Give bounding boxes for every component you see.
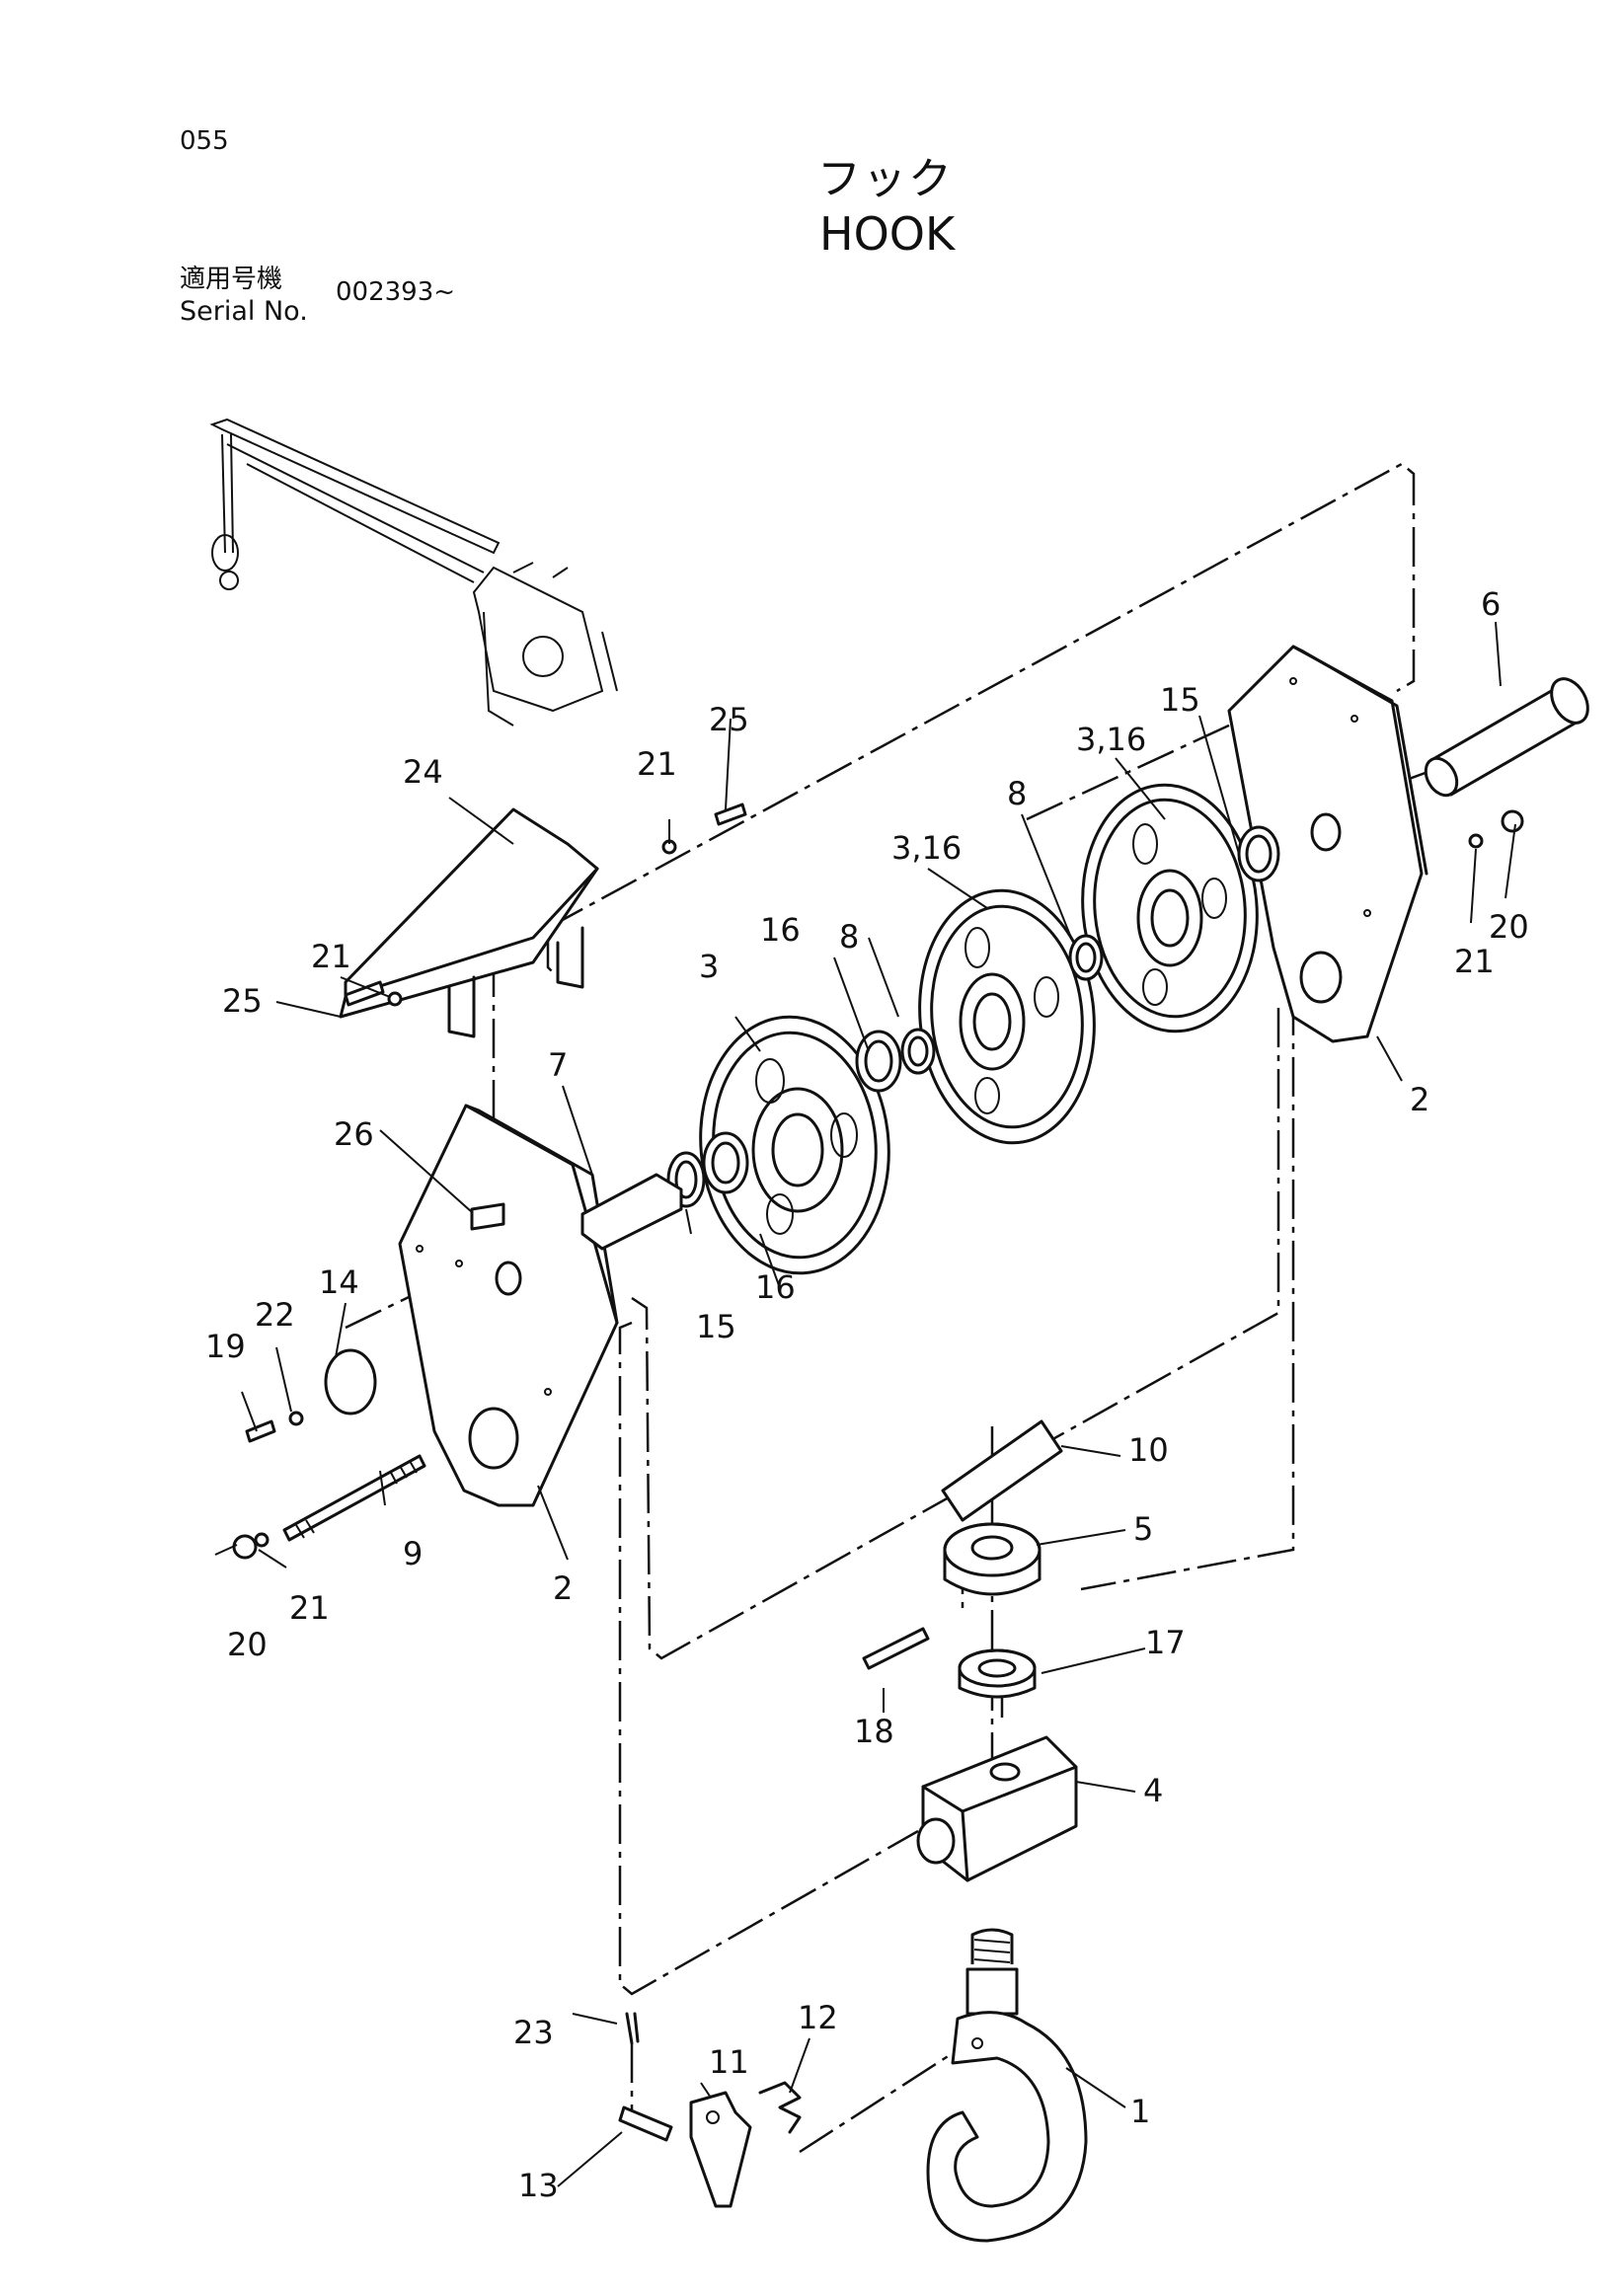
- part-17-thrust-bearing: [958, 1648, 1037, 1699]
- callout-21-upper-left: 21: [311, 938, 351, 975]
- callout-18: 18: [854, 1713, 894, 1750]
- page-number: 055: [180, 126, 229, 156]
- callout-17: 17: [1145, 1624, 1186, 1661]
- callout-24: 24: [403, 753, 443, 791]
- part-26-block: [470, 1202, 505, 1231]
- side-plate-left: [398, 1104, 619, 1507]
- part-14-washer: [324, 1348, 377, 1416]
- callout-6: 6: [1481, 585, 1501, 623]
- part-4-crosshead: [916, 1735, 1078, 1882]
- callout-20-right: 20: [1489, 908, 1529, 946]
- part-10-roller: [941, 1419, 1063, 1522]
- callout-10: 10: [1128, 1431, 1169, 1469]
- callout-15-front: 15: [696, 1308, 736, 1345]
- callout-2-right: 2: [1410, 1081, 1429, 1118]
- callout-25-left: 25: [222, 982, 263, 1020]
- callout-5: 5: [1133, 1510, 1153, 1548]
- callout-16-upper: 16: [760, 911, 801, 949]
- callout-12: 12: [798, 1999, 838, 2036]
- callout-25-top: 25: [709, 701, 749, 738]
- serial-label-japanese: 適用号機: [180, 265, 283, 294]
- sheave-rear: [1081, 783, 1259, 1033]
- callout-8-front: 8: [839, 918, 859, 956]
- callout-21-lower-left: 21: [289, 1589, 330, 1627]
- callout-11: 11: [709, 2043, 749, 2081]
- part-1-hook: [926, 1928, 1088, 2243]
- callout-4: 4: [1143, 1772, 1163, 1809]
- callout-14: 14: [319, 1263, 359, 1301]
- part-7-bracket: [580, 1173, 683, 1251]
- callout-numbers: 1 2 2 3 3,16 3,16 4 5 6 7 8 8 9 10 11 12…: [205, 585, 1529, 2204]
- callout-9: 9: [403, 1535, 423, 1572]
- part-11-latch: [689, 2091, 752, 2208]
- callout-26: 26: [334, 1115, 374, 1153]
- serial-label: Serial No.: [180, 296, 308, 327]
- callout-7: 7: [548, 1046, 568, 1084]
- callout-23: 23: [513, 2014, 554, 2051]
- serial-value: 002393~: [336, 277, 456, 307]
- pin-shaft: [1424, 677, 1589, 798]
- title-japanese: フック: [817, 154, 954, 204]
- bolts-and-washers: [232, 803, 1524, 1560]
- part-23-split-pin: [625, 2012, 640, 2045]
- callout-13: 13: [518, 2167, 559, 2204]
- callout-3-16-middle: 3,16: [891, 829, 962, 867]
- callout-20-left: 20: [227, 1626, 268, 1663]
- crane-thumbnail: [209, 418, 618, 727]
- side-plate-right: [1227, 645, 1428, 1043]
- part-13-pin: [618, 2105, 673, 2142]
- top-cover: [339, 807, 599, 1038]
- callout-21-top: 21: [637, 745, 677, 783]
- callout-15-rear: 15: [1160, 681, 1200, 719]
- part-12-spring: [758, 2081, 802, 2134]
- callout-19: 19: [205, 1328, 246, 1365]
- long-bolt: [282, 1454, 426, 1542]
- callout-22: 22: [255, 1296, 295, 1334]
- callout-16-lower: 16: [755, 1268, 796, 1306]
- part-5-nut: [943, 1522, 1041, 1596]
- callout-21-right: 21: [1454, 943, 1495, 980]
- callout-3: 3: [699, 948, 719, 985]
- leader-lines: [214, 621, 1516, 2187]
- spacer-rings: [666, 825, 1280, 1208]
- page-title: HOOK: [819, 207, 956, 261]
- callout-2-left: 2: [553, 1569, 573, 1607]
- callout-8-rear: 8: [1007, 775, 1027, 812]
- part-18-pin: [862, 1627, 930, 1670]
- callout-3-16-rear: 3,16: [1076, 721, 1146, 758]
- sheave-middle: [918, 888, 1096, 1145]
- callout-1: 1: [1130, 2093, 1150, 2130]
